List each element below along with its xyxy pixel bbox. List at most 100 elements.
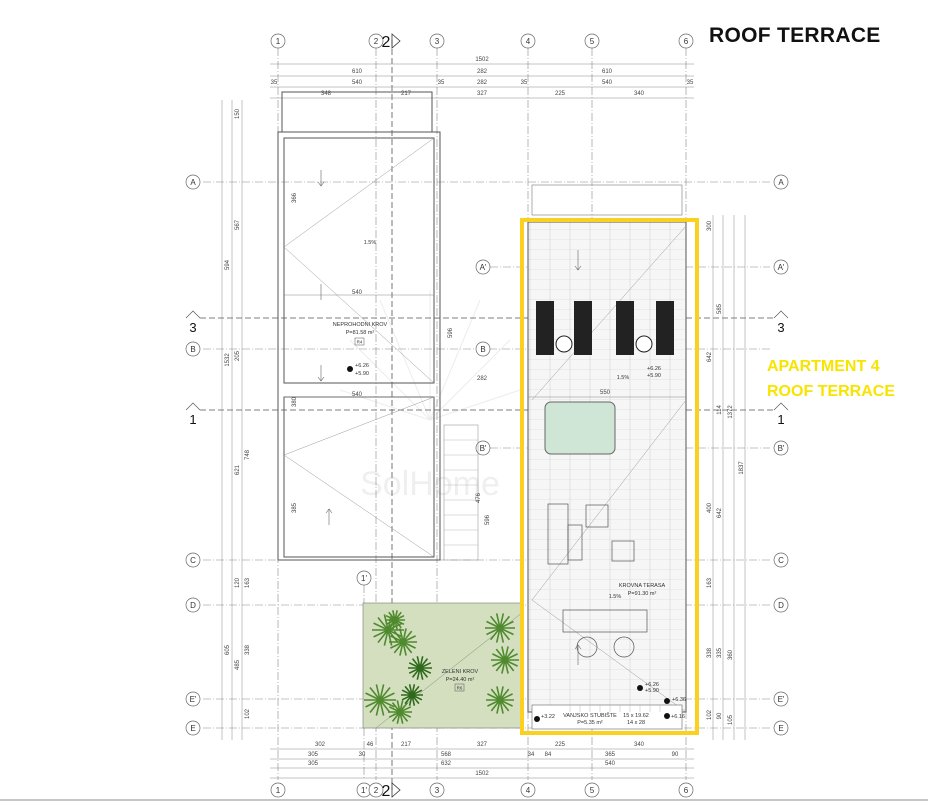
axis-label: E' (190, 695, 197, 704)
column-axis-bottom: 1 1' 2 2 3 4 5 6 1' (270, 570, 694, 800)
dimension-label: 380 (292, 396, 298, 407)
axis-label: B (480, 345, 485, 354)
plant-icon-group (364, 610, 519, 724)
page-title: ROOF TERRACE (709, 24, 881, 47)
dimension-label: 540 (605, 761, 616, 767)
dimension-label: 327 (477, 91, 488, 97)
dimension-label: 568 (441, 752, 452, 758)
axis-label: 3 (435, 786, 440, 795)
dimension-label: 302 (315, 742, 326, 748)
axis-label: 2 (374, 786, 379, 795)
axis-label: 6 (684, 37, 689, 46)
plant-icon (491, 646, 519, 674)
room-name: NEPROHODNI KROV (333, 322, 388, 328)
axis-label: 4 (526, 37, 531, 46)
axis-label: 1' (361, 786, 367, 795)
stair-spec: 15 x 19.62 (623, 713, 649, 719)
dimension-label: 102 (245, 708, 251, 719)
dimension-label: 1502 (475, 57, 489, 63)
dimensions-top: 1502 610 282 610 35 540 35 282 35 540 35… (270, 57, 694, 99)
dimension-label: 225 (555, 742, 566, 748)
dimension-label: 476 (476, 492, 482, 503)
dimension-label: 360 (728, 649, 734, 660)
dimension-label: 225 (555, 91, 566, 97)
axis-label: E' (778, 695, 785, 704)
room-area: P=81.58 m² (346, 330, 375, 336)
dimension-label: 550 (600, 390, 611, 396)
dimension-label: 366 (292, 192, 298, 203)
dimension-label: 84 (545, 752, 552, 758)
plant-icon (486, 686, 514, 714)
dimension-label: 35 (521, 80, 528, 86)
dimension-label: 282 (477, 376, 488, 382)
dimension-label: 300 (707, 220, 713, 231)
plant-icon (485, 613, 515, 643)
axis-label: B (190, 345, 195, 354)
dimension-label: 327 (477, 742, 488, 748)
green-roof: ZELENI KROV P=24.40 m² R6 (362, 602, 524, 729)
axis-label: 4 (526, 786, 531, 795)
dimension-label: 1372 (728, 405, 734, 419)
column-axis-top: 1 2 2 3 4 5 6 (270, 33, 694, 51)
dimension-label: 621 (235, 464, 241, 475)
dimension-label: 35 (687, 80, 694, 86)
axis-label: 3 (435, 37, 440, 46)
room-name: KROVNA TERASA (619, 583, 666, 589)
dimension-label: 540 (352, 80, 363, 86)
axis-label: 2 (374, 37, 379, 46)
slope-label: 1.5% (609, 594, 622, 600)
axis-label: A' (778, 263, 785, 272)
axis-label: C (190, 556, 196, 565)
plant-icon (388, 700, 412, 724)
dimension-label: 340 (634, 742, 645, 748)
dimension-label: 120 (235, 577, 241, 588)
axis-label: A (190, 178, 196, 187)
dimension-label: 748 (245, 449, 251, 460)
room-name: ZELENI KROV (442, 669, 479, 675)
dimension-label: 610 (602, 69, 613, 75)
room-name: VANJSKO STUBIŠTE (563, 712, 617, 719)
dimension-label: 642 (717, 507, 723, 518)
axis-label: 1 (276, 786, 281, 795)
dimension-label: 400 (707, 502, 713, 513)
dimension-label: 540 (352, 290, 363, 296)
level-mark: +6.36 (672, 697, 686, 703)
dimension-label: 217 (401, 742, 412, 748)
slope-arrow-icon (317, 170, 333, 525)
level-mark: +3.22 (541, 714, 555, 720)
section-marker: 2 (382, 34, 391, 51)
slope-label: 1.5% (364, 240, 377, 246)
level-mark: +6.26 (647, 366, 661, 372)
axis-label: D (190, 601, 196, 610)
dimension-label: 596 (448, 327, 454, 338)
dimension-label: 205 (235, 350, 241, 361)
dimensions-bottom: 302 46 217 327 225 340 305 30 568 34 84 … (270, 742, 694, 779)
dimension-label: 1837 (739, 461, 745, 475)
dimension-label: 596 (485, 514, 491, 525)
apartment-label: APARTMENT 4 ROOF TERRACE (767, 354, 895, 404)
dimension-label: 385 (292, 502, 298, 513)
axis-label: 5 (590, 37, 595, 46)
sun-lounger-icon (536, 301, 674, 355)
dimension-label: 46 (367, 742, 374, 748)
axis-label: C (778, 556, 784, 565)
level-mark: +6.26 (645, 682, 659, 688)
room-area: P=91.30 m² (628, 591, 657, 597)
plant-icon (364, 684, 396, 716)
room-area: P=24.40 m² (446, 677, 475, 683)
apartment-highlight-frame (520, 218, 699, 735)
dimension-label: 34 (528, 752, 535, 758)
slope-arrow-icon (574, 250, 582, 665)
furniture-icon (547, 503, 648, 658)
dimension-label: 305 (308, 752, 319, 758)
dimension-label: 585 (717, 303, 723, 314)
axis-label: E (190, 724, 195, 733)
axis-label: D (778, 601, 784, 610)
dimension-label: 485 (235, 659, 241, 670)
dimension-label: 335 (717, 647, 723, 658)
dimension-label: 114 (717, 405, 723, 415)
axis-label: 5 (590, 786, 595, 795)
dimension-label: 540 (602, 80, 613, 86)
dimension-label: 305 (308, 761, 319, 767)
